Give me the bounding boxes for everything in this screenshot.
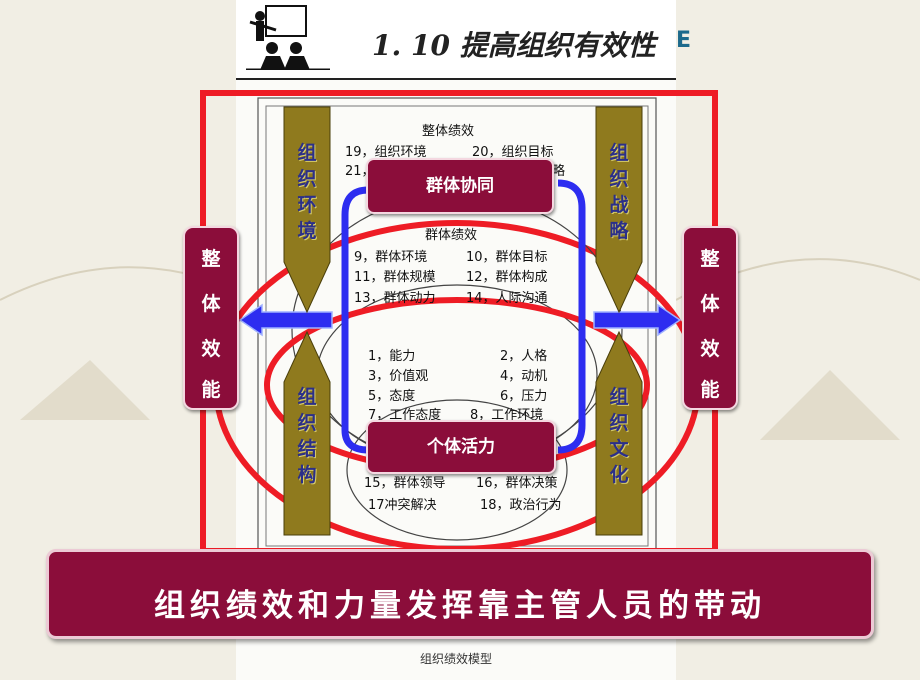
label-organization-culture: 组 织 文 化	[609, 386, 629, 486]
top-heading: 整体绩效	[422, 124, 475, 139]
top-item-2: 20，组织目标	[472, 145, 554, 160]
inner-row4-left: 7，工作态度	[368, 408, 442, 423]
inner-row2-right: 4，动机	[500, 369, 548, 384]
header-divider	[236, 78, 676, 80]
inner-row1-right: 2，人格	[500, 349, 548, 364]
right-overall-efficiency-box: 整 体 效 能	[682, 226, 738, 410]
figure-caption: 组织绩效模型	[419, 652, 492, 666]
label-organization-strategy: 组 织 战 略	[609, 142, 629, 242]
center-row1-left: 9，群体环境	[354, 250, 428, 265]
cropped-heading-glyph: E	[676, 28, 692, 53]
top-item-1: 19，组织环境	[345, 145, 427, 160]
bottom-row1-right: 16，群体决策	[476, 476, 558, 491]
bottom-row2-left: 17冲突解决	[368, 498, 437, 513]
presenter-logo-icon	[246, 5, 330, 70]
bottom-row2-right: 18，政治行为	[480, 498, 562, 513]
individual-vitality-pill: 个体活力	[366, 420, 556, 474]
olive-arrow-top-left	[283, 106, 331, 314]
page-title: 1. 10 提高组织有效性	[372, 29, 656, 62]
left-blue-arrow	[238, 303, 333, 337]
center-row3-right: 14，人际沟通	[466, 291, 548, 306]
inner-row3-right: 6，压力	[500, 389, 548, 404]
label-organization-structure: 组 织 结 构	[297, 386, 317, 486]
page-header	[236, 0, 676, 80]
scan-ellipse-bottom	[346, 399, 568, 541]
olive-arrow-bottom-right	[595, 330, 643, 536]
group-synergy-pill: 群体协同	[366, 158, 554, 214]
left-overall-efficiency-box: 整 体 效 能	[183, 226, 239, 410]
banner-text: 组织绩效和力量发挥靠主管人员的带动	[154, 588, 766, 624]
inner-row1-left: 1，能力	[368, 349, 416, 364]
inner-row4-right: 8，工作环境	[470, 408, 544, 423]
blue-bracket-right	[557, 179, 586, 454]
center-row3-left: 13，群体动力	[354, 291, 436, 306]
center-row2-right: 12，群体构成	[466, 270, 548, 285]
inner-row3-left: 5，态度	[368, 389, 416, 404]
right-blue-arrow	[593, 303, 682, 337]
bottom-row1-left: 15，群体领导	[364, 476, 446, 491]
leadership-banner: 组织绩效和力量发挥靠主管人员的带动	[46, 549, 874, 639]
top-item-4: 略	[552, 164, 566, 179]
inner-row2-left: 3，价值观	[368, 369, 429, 384]
olive-arrow-bottom-left	[283, 330, 331, 536]
center-heading: 群体绩效	[425, 228, 478, 243]
olive-arrow-top-right	[595, 106, 643, 314]
center-row1-right: 10，群体目标	[466, 250, 548, 265]
center-row2-left: 11，群体规模	[354, 270, 436, 285]
blue-bracket-left	[341, 186, 369, 454]
label-organization-environment: 组 织 环 境	[297, 142, 317, 242]
